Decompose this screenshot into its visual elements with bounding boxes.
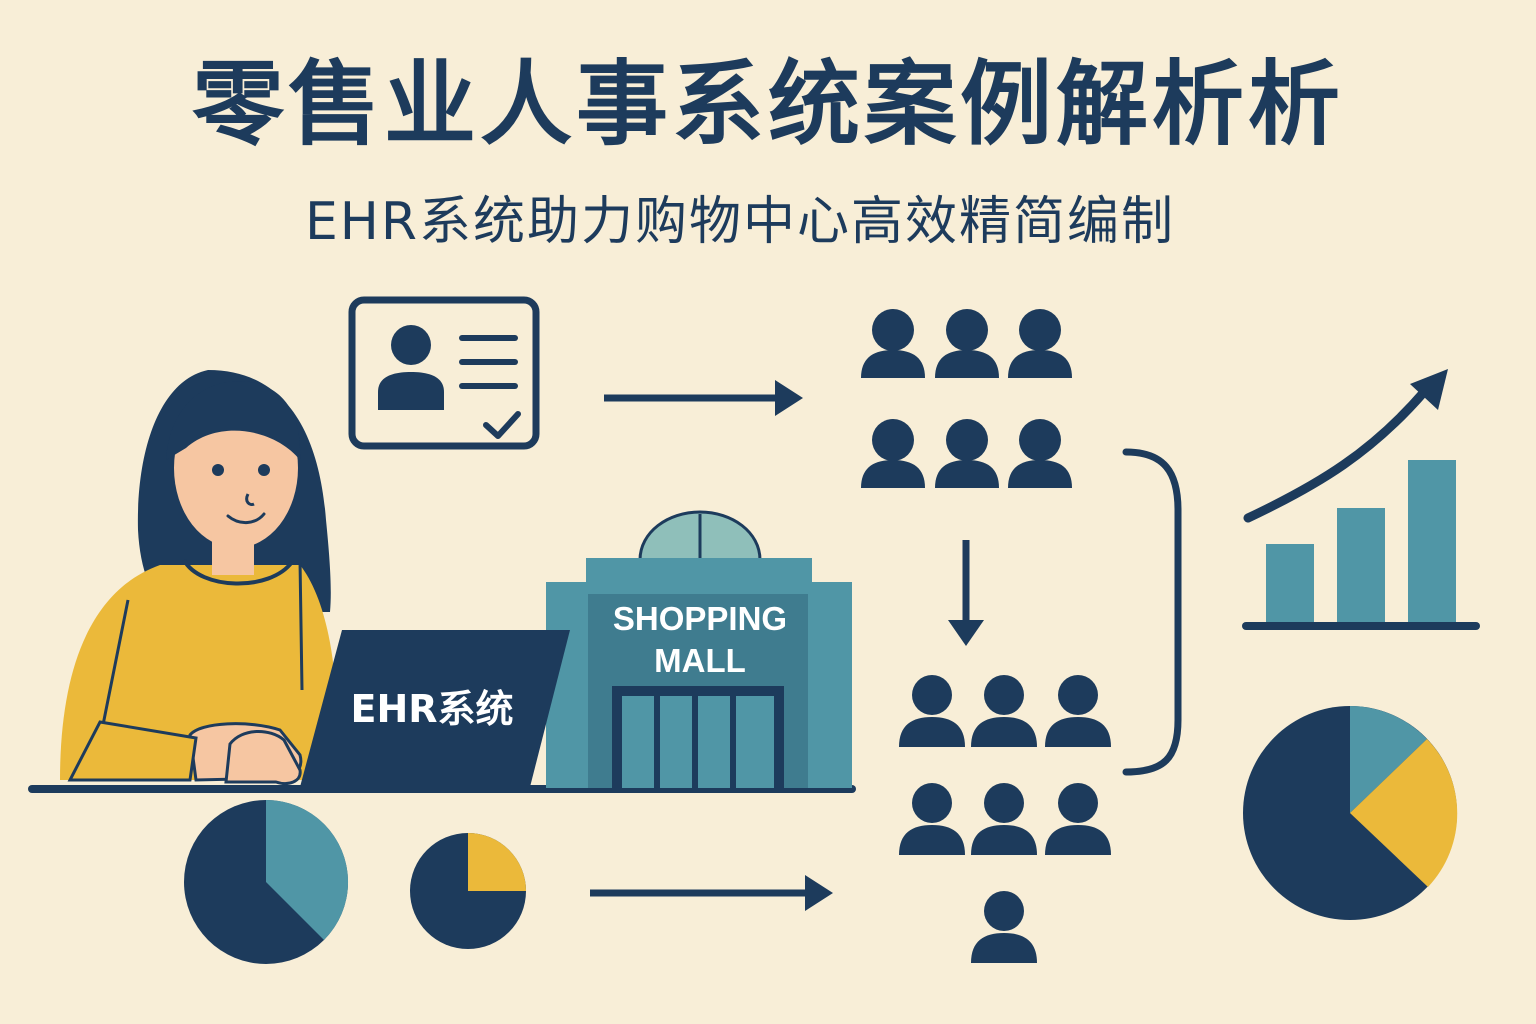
hand	[224, 729, 302, 785]
shopping-mall-building: SHOPPING MALL	[546, 510, 852, 788]
growth-bar-chart-icon	[1242, 369, 1480, 630]
arrow-right-icon	[604, 380, 803, 416]
arrow-right-icon	[590, 875, 833, 911]
arrow-down-icon	[948, 540, 984, 646]
people-group-icon	[899, 675, 1111, 963]
woman-illustration	[60, 370, 336, 782]
employee-id-card-icon	[348, 296, 540, 450]
pie-chart-icon	[1243, 706, 1458, 920]
mall-sign-line1: SHOPPING	[613, 600, 787, 637]
page-title: 零售业人事系统案例解析析	[191, 51, 1344, 158]
pie-chart-icon	[410, 833, 526, 949]
mall-sign-line2: MALL	[654, 642, 746, 679]
page-subtitle: EHR系统助力购物中心高效精简编制	[304, 192, 1176, 252]
laptop: EHR系统	[300, 630, 570, 787]
bracket-connector	[1122, 448, 1182, 776]
laptop-label: EHR系统	[350, 687, 513, 731]
people-group-icon	[861, 309, 1072, 488]
pie-chart-icon	[184, 800, 349, 964]
